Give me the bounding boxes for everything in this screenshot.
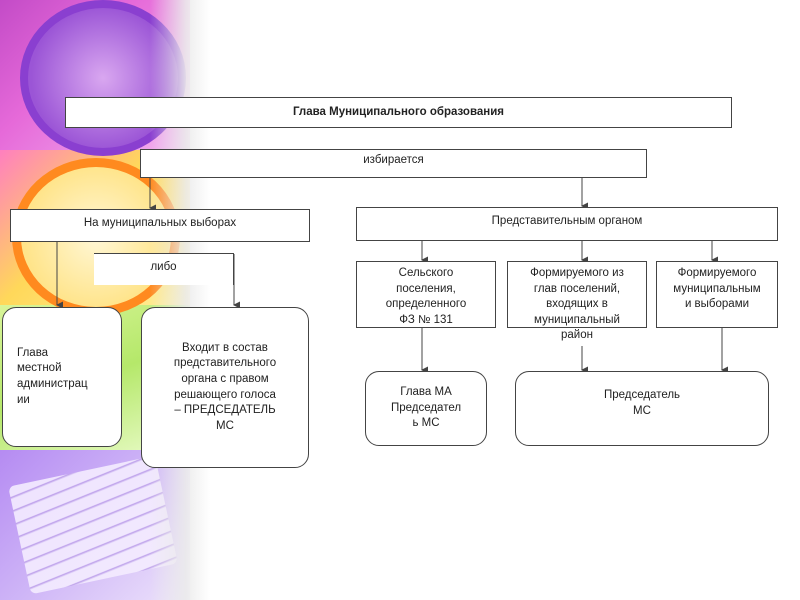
local-admin-head-line: Глава bbox=[17, 346, 49, 359]
rural-settlement-line: Сельского bbox=[398, 267, 454, 279]
head-of-municipality-label: Глава Муниципального образования bbox=[292, 105, 504, 118]
rural-settlement-line: ФЗ № 131 bbox=[399, 313, 453, 326]
rural-settlement-line: определенного bbox=[385, 298, 467, 311]
local-admin-head-line: ии bbox=[17, 393, 30, 406]
council-chair-box: Председатель МС bbox=[515, 371, 769, 446]
municipal-elections-formed-box: Формируемого муниципальным и выборами bbox=[656, 261, 778, 328]
representative-body-box: Представительным органом bbox=[356, 207, 778, 241]
ma-head-council-chair-line: ь МС bbox=[412, 417, 440, 430]
municipal-elections-box: На муниципальных выборах bbox=[10, 209, 310, 242]
formed-from-heads-box: Формируемого из глав поселений, входящих… bbox=[507, 261, 647, 341]
either-box: либо bbox=[94, 253, 234, 285]
local-admin-head-box: Глава местной администрац ии bbox=[2, 307, 122, 447]
formed-from-heads-line: глав поселений, bbox=[533, 282, 621, 295]
either-label: либо bbox=[150, 261, 177, 273]
council-chair-option-line: МС bbox=[216, 419, 234, 432]
ma-head-council-chair-line: Председател bbox=[390, 401, 462, 414]
council-chair-option-line: – ПРЕДСЕДАТЕЛЬ bbox=[174, 404, 276, 417]
formed-from-heads-line: Формируемого из bbox=[530, 267, 624, 279]
formed-from-heads-line: район bbox=[561, 329, 593, 342]
local-admin-head-line: администрац bbox=[17, 378, 88, 390]
municipal-elections-formed-line: и выборами bbox=[684, 298, 750, 311]
formed-from-heads-line: входящих в bbox=[546, 298, 608, 311]
local-admin-head-line: местной bbox=[17, 362, 62, 375]
ma-head-council-chair-box: Глава МА Председател ь МС bbox=[365, 371, 487, 446]
council-chair-line: МС bbox=[633, 404, 651, 417]
elected-box: избирается bbox=[140, 149, 647, 178]
head-of-municipality-box: Глава Муниципального образования bbox=[65, 97, 732, 128]
municipal-elections-label: На муниципальных выборах bbox=[83, 217, 237, 229]
council-chair-option-line: решающего голоса bbox=[174, 388, 276, 401]
municipal-elections-formed-line: муниципальным bbox=[673, 282, 761, 295]
council-chair-line: Председатель bbox=[603, 389, 681, 401]
representative-body-label: Представительным органом bbox=[491, 215, 643, 227]
council-chair-option-line: представительного bbox=[173, 357, 277, 370]
elected-label: избирается bbox=[363, 154, 424, 166]
council-chair-option-line: органа с правом bbox=[181, 372, 269, 385]
ma-head-council-chair-line: Глава МА bbox=[400, 386, 452, 399]
rural-settlement-line: поселения, bbox=[396, 282, 456, 295]
formed-from-heads-line: муниципальный bbox=[534, 313, 620, 326]
municipal-elections-formed-line: Формируемого bbox=[677, 267, 757, 279]
council-chair-option-line: Входит в состав bbox=[182, 341, 268, 354]
council-chair-option-box: Входит в состав представительного органа… bbox=[141, 307, 309, 468]
rural-settlement-box: Сельского поселения, определенного ФЗ № … bbox=[356, 261, 496, 328]
